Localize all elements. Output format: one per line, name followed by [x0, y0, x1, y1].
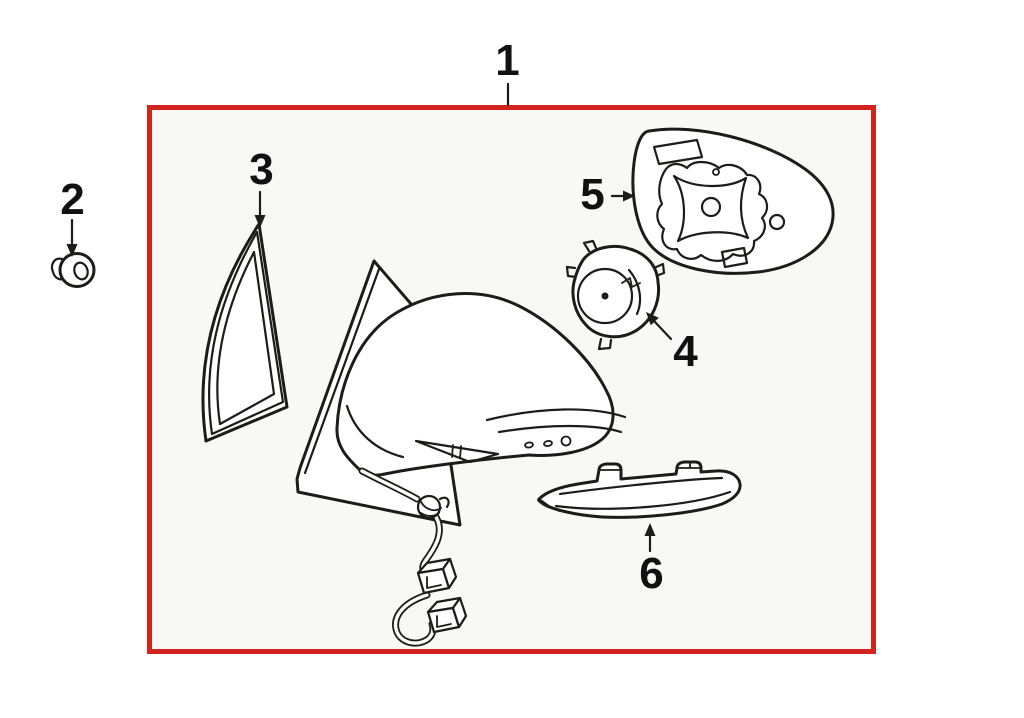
- callout-5-arrowhead: [623, 190, 635, 202]
- part-corner-seal: [201, 222, 289, 443]
- callout-3-arrowhead: [254, 215, 266, 228]
- callout-1-label: 1: [495, 36, 520, 85]
- callout-2-label: 2: [60, 175, 85, 224]
- callout-leaders: [66, 82, 673, 553]
- part-mirror-actuator: [565, 239, 666, 351]
- callout-4-arrow-line: [653, 320, 673, 341]
- part-grommet-nut: [50, 252, 96, 288]
- callout-5-label: 5: [580, 170, 605, 219]
- wiring-harness: [358, 467, 468, 647]
- part-mirror-glass: [631, 127, 835, 275]
- callout-4-arrowhead: [646, 312, 659, 326]
- harness-connector-lower: [426, 596, 468, 634]
- harness-connector-upper: [416, 557, 458, 595]
- part-turn-signal-lamp: [537, 460, 742, 519]
- callout-6-label: 6: [639, 549, 664, 598]
- callout-3-label: 3: [249, 145, 274, 194]
- callout-6-arrowhead: [644, 523, 656, 536]
- harness-grommet-clip: [416, 494, 450, 520]
- callout-4-label: 4: [673, 327, 698, 376]
- callout-2-arrowhead: [66, 244, 78, 257]
